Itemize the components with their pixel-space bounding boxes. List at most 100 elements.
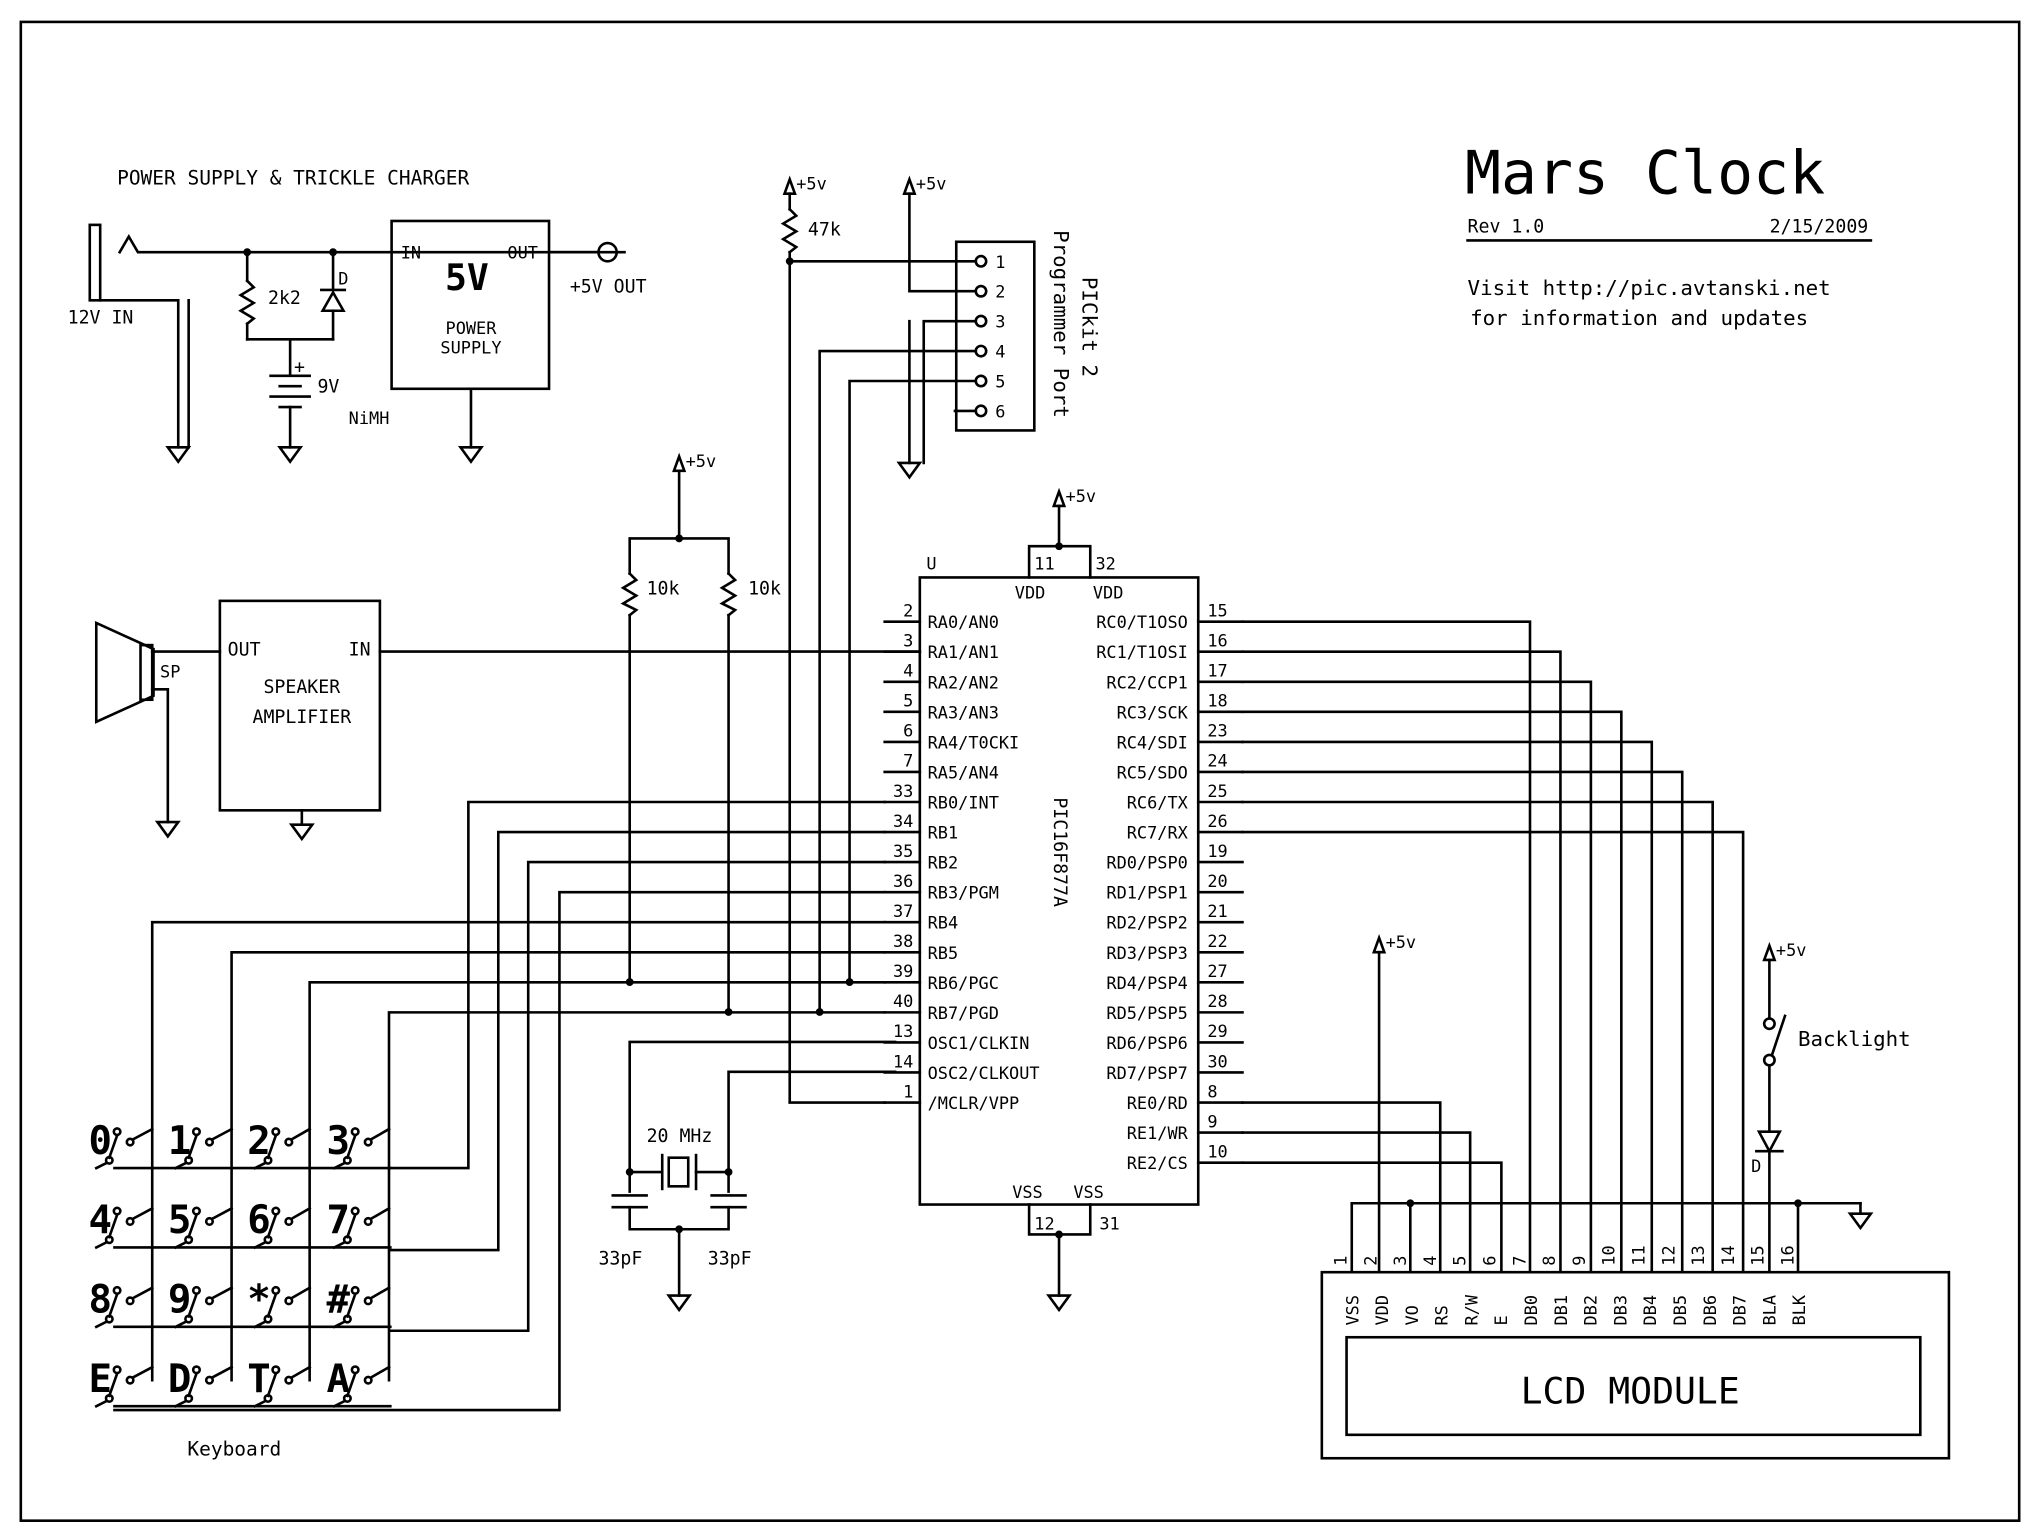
lcd-pin-name: RS — [1432, 1305, 1452, 1325]
programmer-pin-6: 6 — [995, 401, 1005, 421]
mcu-pin-name: RC0/T1OSO — [1096, 612, 1188, 632]
lcd-pin-name: R/W — [1461, 1294, 1481, 1325]
ground-icon — [458, 446, 484, 464]
programmer-pin-3: 3 — [995, 312, 1005, 332]
battery-type: NiMH — [349, 408, 390, 428]
key-7[interactable]: 7 — [327, 1198, 351, 1243]
wire — [1241, 710, 1623, 1274]
mcu-pin-num-36: 36 — [893, 871, 913, 891]
battery-icon — [269, 374, 311, 409]
lcd-pin-num-4: 4 — [1420, 1256, 1440, 1266]
resistor-icon — [780, 207, 799, 255]
regulator-voltage: 5V — [445, 256, 489, 299]
key-D[interactable]: D — [168, 1357, 192, 1402]
key-switch-icon — [332, 1206, 391, 1250]
vss-label-1: VSS — [1012, 1182, 1043, 1202]
battery-voltage: 9V — [317, 377, 339, 398]
title-visit-line2: for information and updates — [1470, 306, 1808, 330]
key-switch-icon — [94, 1206, 154, 1250]
mcu-pin-name: RB1 — [928, 823, 959, 843]
key-2[interactable]: 2 — [247, 1119, 271, 1164]
ground-icon — [154, 820, 181, 839]
battery-plus: + — [294, 357, 305, 378]
mcu-pin-num-26: 26 — [1207, 811, 1227, 831]
key-T[interactable]: T — [247, 1357, 271, 1402]
programmer-name-1: PICkit 2 — [1077, 277, 1101, 377]
amplifier-box — [218, 599, 382, 812]
mcu-pin-name: RB6/PGC — [928, 973, 999, 993]
lcd-pin-num-16: 16 — [1777, 1245, 1797, 1265]
lcd-pin-num-10: 10 — [1599, 1245, 1619, 1265]
lcd-pin-name: BLK — [1789, 1294, 1809, 1325]
key-*[interactable]: * — [247, 1278, 271, 1323]
mcu-pin-num-15: 15 — [1207, 600, 1227, 620]
key-1[interactable]: 1 — [168, 1119, 192, 1164]
ground-icon — [1046, 1294, 1072, 1313]
mcu-pin-name: RA5/AN4 — [928, 762, 999, 782]
diode-icon — [320, 289, 346, 313]
key-0[interactable]: 0 — [88, 1119, 111, 1164]
mcu-pin-name: RC7/RX — [1127, 823, 1189, 843]
connector-pin-icon — [974, 284, 988, 298]
programmer-pin-5: 5 — [995, 372, 1005, 392]
mcu-part: PIC16F877A — [1049, 797, 1070, 907]
mcu-pin-name: /MCLR/VPP — [928, 1093, 1020, 1113]
key-E[interactable]: E — [88, 1357, 111, 1402]
key-3[interactable]: 3 — [327, 1119, 351, 1164]
ground-icon — [1847, 1212, 1874, 1231]
mcu-pin-num-1: 1 — [903, 1081, 913, 1101]
lcd-pin-name: E — [1491, 1315, 1511, 1325]
lcd-pin-num-13: 13 — [1688, 1245, 1708, 1265]
lcd-pin-name: VO — [1402, 1305, 1422, 1325]
mcu-ref: U — [926, 554, 936, 574]
lcd-pin-num-11: 11 — [1628, 1245, 1648, 1265]
mcu-pin-name: RC1/T1OSI — [1096, 642, 1188, 662]
mcu-pin-num-25: 25 — [1207, 781, 1227, 801]
crystal-icon — [660, 1153, 698, 1191]
key-A[interactable]: A — [327, 1357, 351, 1402]
programmer-pin-1: 1 — [995, 252, 1005, 272]
key-4[interactable]: 4 — [88, 1198, 111, 1243]
vcc-label: +5v — [1386, 932, 1417, 952]
mcu-pin-num-29: 29 — [1207, 1021, 1227, 1041]
mcu-pin-name: RC5/SDO — [1117, 762, 1188, 782]
key-6[interactable]: 6 — [247, 1198, 271, 1243]
mcu-pin-name: RD4/PSP4 — [1106, 973, 1187, 993]
lcd-pin-name: DB3 — [1610, 1295, 1630, 1326]
mcu-pin-num-17: 17 — [1207, 661, 1227, 681]
key-8[interactable]: 8 — [88, 1278, 111, 1323]
mcu-pin-name: RB7/PGD — [928, 1003, 999, 1023]
vcc-label: +5v — [686, 451, 717, 471]
mcu-pin-name: RD6/PSP6 — [1106, 1033, 1187, 1053]
mcu: +5v 11 32 U VDD VDD PIC16F877A 2RA0/AN03… — [883, 486, 1244, 1313]
key-5[interactable]: 5 — [168, 1198, 192, 1243]
regulator-name-2: SUPPLY — [440, 338, 501, 358]
key-switch-icon — [94, 1365, 154, 1408]
programmer-pin-4: 4 — [995, 342, 1005, 362]
wire — [230, 950, 886, 1382]
mcu-pin-name: RD3/PSP3 — [1106, 943, 1187, 963]
resistor-icon — [238, 278, 257, 326]
key-switch-icon — [253, 1285, 312, 1329]
mcu-pin-name: RB2 — [928, 853, 959, 873]
mcu-pin-num-7: 7 — [903, 751, 913, 771]
connector-pin-icon — [974, 314, 988, 328]
mcu-pin-num-8: 8 — [1207, 1081, 1217, 1101]
mcu-pin-name: RB4 — [928, 913, 959, 933]
ground-icon — [896, 461, 923, 480]
amp-name-2: AMPLIFIER — [253, 707, 352, 728]
regulator-name-1: POWER — [446, 318, 498, 338]
lcd-pin-num-3: 3 — [1390, 1256, 1410, 1266]
key-switch-icon — [94, 1285, 154, 1329]
pullup-r2-label: 10k — [748, 578, 781, 599]
mcu-pin-name: RD5/PSP5 — [1106, 1003, 1187, 1023]
mcu-pin-name: RD2/PSP2 — [1106, 913, 1187, 933]
keyboard-label: Keyboard — [187, 1438, 281, 1461]
mcu-pin-num-19: 19 — [1207, 841, 1227, 861]
backlight-switch — [1770, 1014, 1787, 1057]
key-9[interactable]: 9 — [168, 1278, 192, 1323]
regulator-in: IN — [401, 243, 421, 263]
programmer-name-2: Programmer Port — [1049, 230, 1073, 418]
